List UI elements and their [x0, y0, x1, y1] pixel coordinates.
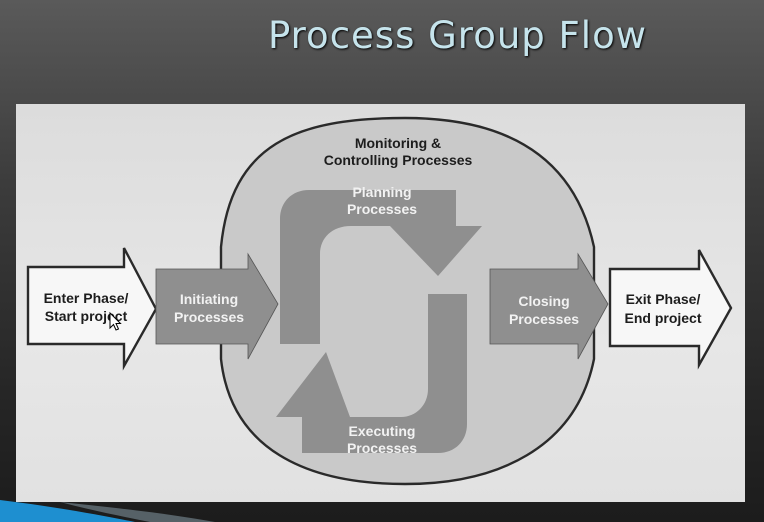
- corner-accent-blue: [0, 500, 135, 522]
- enter-phase-label-line1: Enter Phase/: [44, 290, 129, 306]
- process-group-flow-diagram: Monitoring & Controlling Processes Plann…: [26, 116, 733, 486]
- enter-phase-label-line2: Start project: [45, 308, 128, 324]
- exit-phase-arrow: [608, 249, 733, 370]
- corner-accent-gray: [60, 502, 215, 522]
- initiating-label-line2: Processes: [174, 309, 244, 325]
- slide-corner-accent: [0, 500, 215, 522]
- planning-label-line2: Processes: [347, 201, 417, 217]
- initiating-label-line1: Initiating: [180, 291, 238, 307]
- monitoring-label-line1: Monitoring &: [355, 135, 441, 151]
- executing-label-line1: Executing: [349, 423, 416, 439]
- executing-label-line2: Processes: [347, 440, 417, 456]
- closing-arrow: [489, 252, 609, 360]
- closing-label-line1: Closing: [518, 293, 569, 309]
- closing-label-line2: Processes: [509, 311, 579, 327]
- initiating-arrow: [155, 252, 279, 360]
- executing-arrow: [276, 294, 467, 453]
- exit-phase-label-line1: Exit Phase/: [626, 291, 701, 307]
- monitoring-label-line2: Controlling Processes: [324, 152, 473, 168]
- mouse-cursor-icon: [109, 311, 122, 331]
- slide-title: Process Group Flow: [268, 14, 647, 57]
- enter-phase-arrow: [26, 247, 158, 371]
- exit-phase-label-line2: End project: [624, 310, 701, 326]
- diagram-photo: Monitoring & Controlling Processes Plann…: [16, 104, 745, 502]
- planning-label-line1: Planning: [352, 184, 411, 200]
- planning-arrow: [280, 190, 482, 344]
